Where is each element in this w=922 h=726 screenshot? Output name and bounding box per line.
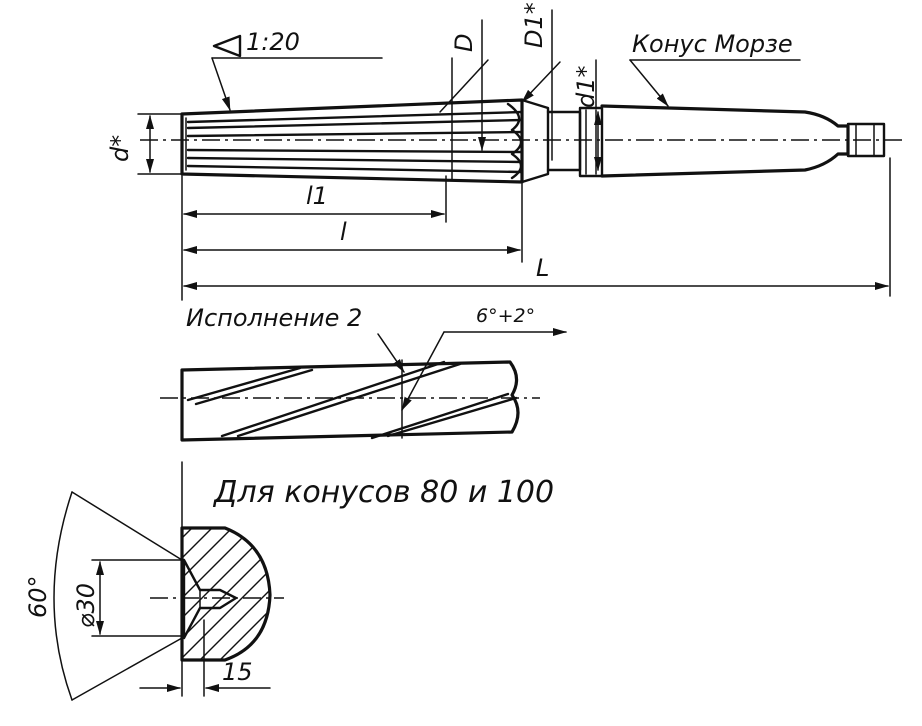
for-cones-label: Для конусов 80 и 100 bbox=[212, 475, 554, 510]
angle-60-label: 60° bbox=[24, 575, 52, 618]
center-hole bbox=[182, 558, 238, 640]
dim-d1-label: d1* bbox=[572, 65, 600, 108]
dim-D1-label: D1* bbox=[520, 2, 548, 48]
dim-L-label: L bbox=[536, 254, 549, 282]
dim-d-label: d* bbox=[106, 135, 134, 162]
taper-indicator: 1:20 bbox=[211, 28, 383, 111]
neck bbox=[520, 98, 582, 184]
morse-taper-label: Конус Морзе bbox=[632, 30, 793, 58]
dim-l-label: l bbox=[340, 218, 347, 246]
dim-D-label: D bbox=[450, 34, 478, 52]
dim-15-label: 15 bbox=[222, 658, 253, 686]
angle-arc bbox=[53, 491, 73, 701]
dia-30-label: ⌀30 bbox=[72, 583, 100, 628]
version-2-label: Исполнение 2 bbox=[186, 304, 362, 332]
version-2-view: Исполнение 2 6°+2° bbox=[160, 304, 567, 442]
reamer-side-view: d* 1:20 D D1* d1* Конус Морзе l bbox=[106, 2, 905, 301]
taper-ratio-label: 1:20 bbox=[246, 28, 300, 56]
section-outline bbox=[180, 526, 272, 662]
morse-shank bbox=[600, 104, 850, 178]
cone-80-100-section: Для конусов 80 и 100 60° ⌀30 bbox=[24, 461, 554, 701]
helix-angle-label: 6°+2° bbox=[476, 305, 535, 327]
collar bbox=[578, 106, 604, 178]
flutes bbox=[185, 102, 524, 180]
dim-l1-label: l1 bbox=[306, 182, 328, 210]
helical-body-outline bbox=[180, 360, 520, 442]
taper-triangle-icon bbox=[212, 34, 242, 58]
tang bbox=[846, 122, 886, 158]
